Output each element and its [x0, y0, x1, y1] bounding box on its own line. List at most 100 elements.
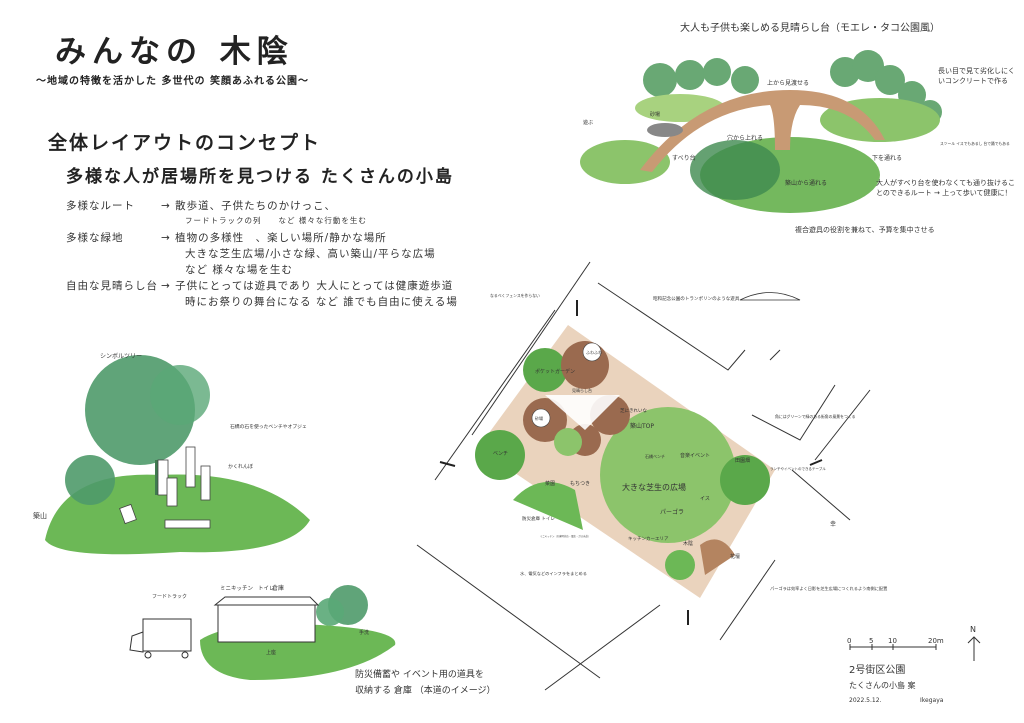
plan-label: キッチンカーエリア [628, 536, 669, 542]
tree-sketch: シンボルツリー 石橋の石を使ったベンチやオブジェ かくれんぼ 築山 [33, 352, 310, 555]
plan-label: ポケットガーデン [535, 368, 575, 375]
scale-tick: 0 [847, 637, 851, 645]
note: すべり台 [672, 154, 696, 162]
plan-label: パーゴラ [660, 508, 684, 516]
shrub [65, 455, 115, 505]
concept-subheading: 多様な人が居場所を見つける たくさんの小島 [66, 167, 454, 187]
green-area [523, 348, 567, 392]
lookout-deck [545, 395, 620, 430]
plan-name: たくさんの小島 案 [849, 680, 916, 690]
item-line: 植物の多様性 、楽しい場所/静かな場所 [175, 232, 387, 244]
entrance-arrows [439, 300, 823, 625]
item-line: 時にお祭りの舞台になる など 誰でも自由に使える場 [185, 296, 458, 308]
arrow: → [161, 280, 171, 292]
lookout-heading: 大人も子供も楽しめる見晴らし台（モエレ・タコ公園風） [680, 21, 940, 34]
north-label: N [970, 625, 976, 634]
sandbox [647, 123, 683, 137]
plan-label: もちつき [570, 480, 590, 487]
plan-note: パーゴラは効率よく日影を芝生広場につくれるよう南側に配置 [770, 585, 887, 592]
arrow: → [161, 232, 171, 244]
item-line: 子供にとっては遊具であり 大人にとっては健康遊歩道 [175, 280, 454, 292]
symbol-tree [150, 365, 210, 425]
arrow: → [161, 200, 171, 212]
concept-item-route: 多様なルート → 散歩道、子供たちのかけっこ、 [66, 198, 336, 213]
concept-item-green: 多様な緑地 → 植物の多様性 、楽しい場所/静かな場所 [66, 230, 387, 245]
date: 2022.5.12. [849, 697, 882, 704]
item-label: 自由な見晴らし台 [66, 280, 158, 292]
green-area [665, 550, 695, 580]
stone-objects [119, 446, 211, 529]
item-line: フードトラックの列 など 様々な行動を生む [185, 216, 367, 225]
plan-label: 芝にきれいな [620, 407, 647, 414]
label: 倉庫 [272, 584, 284, 592]
trampoline-sketch [739, 292, 801, 301]
mound [45, 474, 310, 555]
author: Ikegaya [920, 697, 944, 704]
label: 手洗 [359, 629, 369, 636]
scale-tick: 10 [888, 637, 897, 645]
green-area [475, 430, 525, 480]
note: 築山から通れる [785, 179, 827, 187]
scale-bar [849, 644, 937, 650]
plan-note: ランチやイベントのできるテーブル [770, 466, 826, 471]
note-concrete: 長い目で見て劣化しにくいコンクリートで作る [938, 67, 1015, 85]
note: 複合遊具の役割を兼ねて、予算を集中させる [795, 225, 935, 234]
item-label: 多様な緑地 [66, 232, 124, 244]
page-subtitle: 〜地域の特徴を活かした 多世代の 笑顔あふれる公園〜 [36, 76, 309, 87]
plan-label: 花壇 [730, 553, 740, 560]
note: 砂場 [650, 111, 660, 118]
food-truck [129, 618, 192, 659]
note: かくれんぼ [228, 463, 253, 470]
plan-note: 幸 [830, 520, 836, 528]
plan-label: ベンチ [493, 451, 508, 457]
tree-cluster-left [643, 58, 759, 97]
concept-item-lookout: 自由な見晴らし台→ 子供にとっては遊具であり 大人にとっては健康遊歩道 [66, 278, 453, 293]
note: 下を通れる [872, 154, 902, 162]
plan-label: ミニキッチン（災害時対応・電気・ガス水道） [540, 534, 590, 538]
lookout-bridge [640, 90, 885, 172]
plan-note: 水、電気などのインフラをまとめる [520, 570, 587, 577]
fuwafuwa [582, 342, 602, 362]
green-area [554, 428, 582, 456]
storehouse [213, 596, 320, 643]
note: シンボルツリー [100, 352, 142, 360]
plan-label: 木陰 [683, 540, 693, 547]
plan-note: 昭和記念公園のトランポリンのような遊具 [653, 295, 740, 302]
label: ミニキッチン [220, 585, 254, 592]
scale-tick: 5 [869, 637, 873, 645]
trunk [155, 460, 160, 495]
caption: 防災備蓄や イベント用の道具を [355, 668, 484, 680]
plan-label: 菜園 [545, 480, 555, 487]
lookout-sketch: 大人も子供も楽しめる見晴らし台（モエレ・タコ公園風） 上から見渡せる すべり台 … [580, 21, 1010, 234]
lawn [580, 140, 670, 184]
item-line: 大きな芝生広場/小さな緑、高い築山/平らな広場 [185, 248, 436, 260]
page-title: みんなの 木陰 [55, 34, 294, 70]
item-line: など 様々な場を生む [185, 264, 293, 276]
park-plan: ポケットガーデン ふわふわ 見晴らし台 砂場 ベンチ 築山TOP 石橋ベンチ 音… [416, 261, 887, 691]
plan-label: 石橋ベンチ [645, 453, 665, 459]
note-adult-route: 大人がすべり台を使わなくても通り抜けることのできるルート → 上って歩いて健康に… [876, 179, 1015, 197]
flower-bed [700, 539, 735, 575]
note: 穴から上れる [727, 134, 763, 142]
plan-label: 砂場 [535, 415, 543, 421]
note: 遊ぶ [583, 119, 593, 126]
lunch-table-green [720, 455, 770, 505]
building-sketch: ミニキッチン トイレ 倉庫 フードトラック 手洗 上座 防災備蓄や イベント用の… [129, 584, 496, 696]
item-line: 散歩道、子供たちのかけっこ、 [175, 200, 336, 212]
plan-label: 見晴らし台 [572, 387, 592, 393]
concept-heading: 全体レイアウトのコンセプト [48, 132, 322, 154]
note: 石橋の石を使ったベンチやオブジェ [230, 423, 307, 430]
plan-label: 田園畑 [735, 457, 750, 464]
plan-note: 角にはグリーンで緑のある街角の風景をつくる [775, 414, 856, 419]
green-area [513, 482, 583, 530]
note: スツール イスでもあるし 台で踊でもある [940, 141, 1010, 146]
note: 上から見渡せる [767, 79, 809, 87]
plan-label: 防災倉庫 トイレ [522, 515, 555, 522]
roads [416, 261, 871, 691]
item-label: 多様なルート [66, 200, 135, 212]
north-arrow-icon [967, 636, 981, 661]
note: 築山 [33, 511, 47, 520]
sandbox [531, 408, 551, 428]
scale-tick: 20m [928, 637, 944, 645]
